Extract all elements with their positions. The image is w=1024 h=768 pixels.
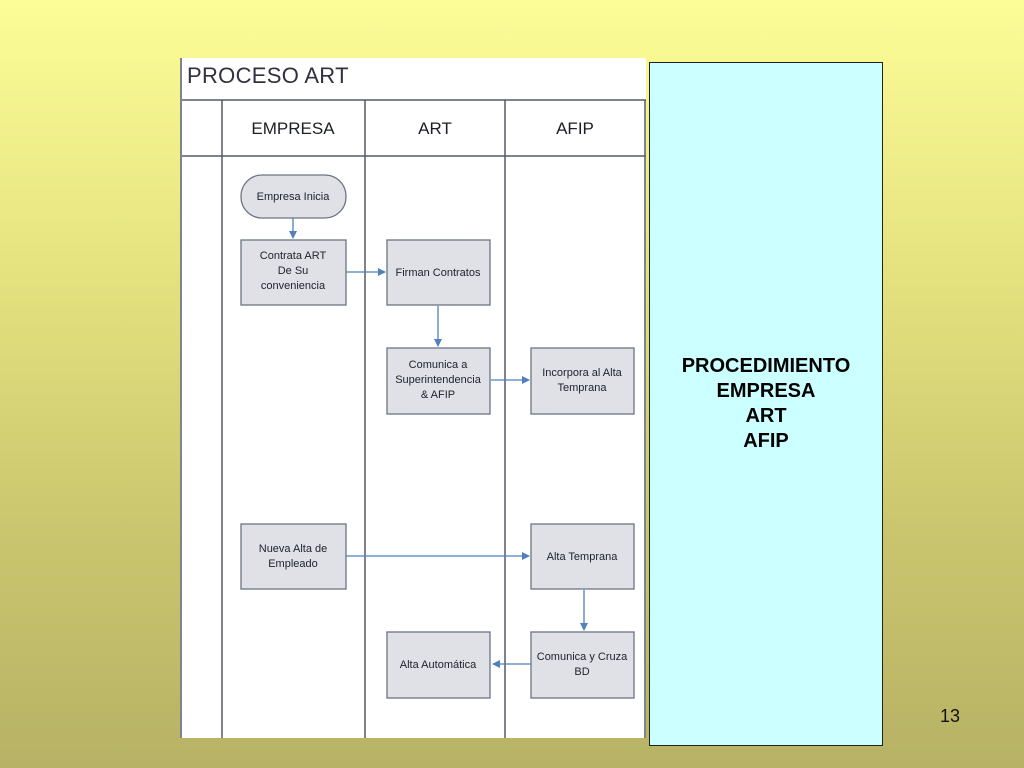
panel-line-art: ART (745, 405, 787, 427)
flowchart-diagram: EMPRESA ART AFIP Empresa Inicia Contrata… (180, 58, 646, 738)
node-label: Temprana (558, 382, 608, 394)
node-label: Empresa Inicia (257, 191, 331, 203)
node-label: Alta Temprana (547, 551, 619, 563)
connectors (289, 218, 588, 668)
procedure-panel: PROCEDIMIENTO EMPRESA ART AFIP (649, 62, 883, 746)
node-label: Empleado (268, 558, 318, 570)
lane-header-empresa: EMPRESA (251, 119, 335, 138)
node-label: De Su (278, 265, 309, 277)
node-comunica-cruza-bd: Comunica y Cruza BD (530, 631, 635, 699)
node-label: & AFIP (421, 389, 455, 401)
flowchart-canvas: EMPRESA ART AFIP Empresa Inicia Contrata… (180, 58, 646, 738)
node-incorpora-alta-temprana: Incorpora al Alta Temprana (530, 347, 635, 415)
node-label: Superintendencia (395, 374, 482, 386)
node-firman-contratos: Firman Contratos (386, 239, 491, 306)
node-contrata-art: Contrata ART De Su conveniencia (240, 239, 347, 306)
slide-page-number: 13 (939, 706, 961, 726)
node-empresa-inicia: Empresa Inicia (240, 174, 347, 219)
node-label: Incorpora al Alta (542, 367, 622, 379)
panel-line-empresa: EMPRESA (716, 380, 816, 402)
node-alta-temprana: Alta Temprana (530, 523, 635, 590)
node-label: BD (574, 666, 589, 678)
node-comunica-superintendencia: Comunica a Superintendencia & AFIP (386, 347, 491, 415)
node-label: Firman Contratos (396, 267, 481, 279)
panel-line-afip: AFIP (743, 430, 789, 452)
lane-header-art: ART (418, 119, 452, 138)
node-alta-automatica: Alta Automática (386, 631, 491, 699)
node-label: Nueva Alta de (259, 543, 328, 555)
lane-grid (180, 58, 646, 738)
lane-header-afip: AFIP (556, 119, 594, 138)
panel-line-procedimiento: PROCEDIMIENTO (681, 355, 851, 377)
node-nueva-alta-empleado: Nueva Alta de Empleado (240, 523, 347, 590)
node-label: Comunica a (409, 359, 469, 371)
node-label: Contrata ART (260, 250, 327, 262)
node-label: conveniencia (261, 280, 326, 292)
node-label: Alta Automática (400, 659, 477, 671)
node-label: Comunica y Cruza (537, 651, 628, 663)
diagram-title: PROCESO ART (187, 63, 349, 88)
